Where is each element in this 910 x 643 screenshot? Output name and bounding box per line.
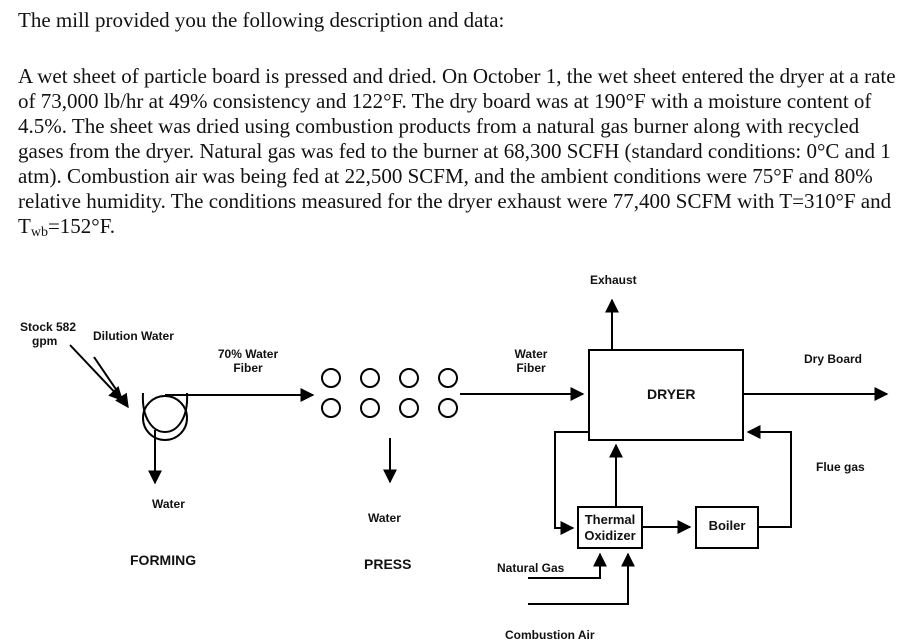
combustion-air-arrow <box>528 552 635 605</box>
combustion-air-label: Combustion Air <box>505 628 595 642</box>
problem-statement: A wet sheet of particle board is pressed… <box>18 64 898 245</box>
press-roll <box>399 368 419 388</box>
dilution-water-label: Dilution Water <box>93 329 174 343</box>
press-roll <box>399 398 419 418</box>
stock-arrow <box>69 344 123 402</box>
press-roll <box>438 398 458 418</box>
wet-bulb-subscript: wb <box>30 225 48 240</box>
forming-label: FORMING <box>130 552 197 568</box>
dry-board-label: Dry Board <box>804 352 863 366</box>
press-roll <box>360 398 380 418</box>
press-roll <box>360 368 380 388</box>
press-label: PRESS <box>364 556 412 572</box>
forming-wire <box>141 392 189 433</box>
forming-roll <box>142 395 188 441</box>
problem-text: A wet sheet of particle board is pressed… <box>18 64 896 238</box>
press-roll <box>321 398 341 418</box>
dryer-label: DRYER <box>647 386 696 402</box>
press-roll <box>321 368 341 388</box>
intro-text: The mill provided you the following desc… <box>18 8 505 32</box>
press-roll <box>438 368 458 388</box>
problem-text-end: =152°F. <box>47 214 115 238</box>
recycle-gas-arrow <box>554 431 589 535</box>
dilution-water-arrow <box>93 356 129 409</box>
natural-gas-arrow <box>528 552 607 579</box>
press-water-label: Water <box>368 511 401 525</box>
forming-water-label: Water <box>152 497 185 511</box>
stock-unit-label: gpm <box>32 334 58 348</box>
flue-gas-arrow <box>746 425 792 528</box>
boiler-label: Boiler <box>708 518 746 533</box>
stock-label: Stock 582 <box>20 320 77 334</box>
natural-gas-label: Natural Gas <box>497 561 565 575</box>
flue-gas-label: Flue gas <box>816 460 865 474</box>
exhaust-label: Exhaust <box>590 273 637 287</box>
